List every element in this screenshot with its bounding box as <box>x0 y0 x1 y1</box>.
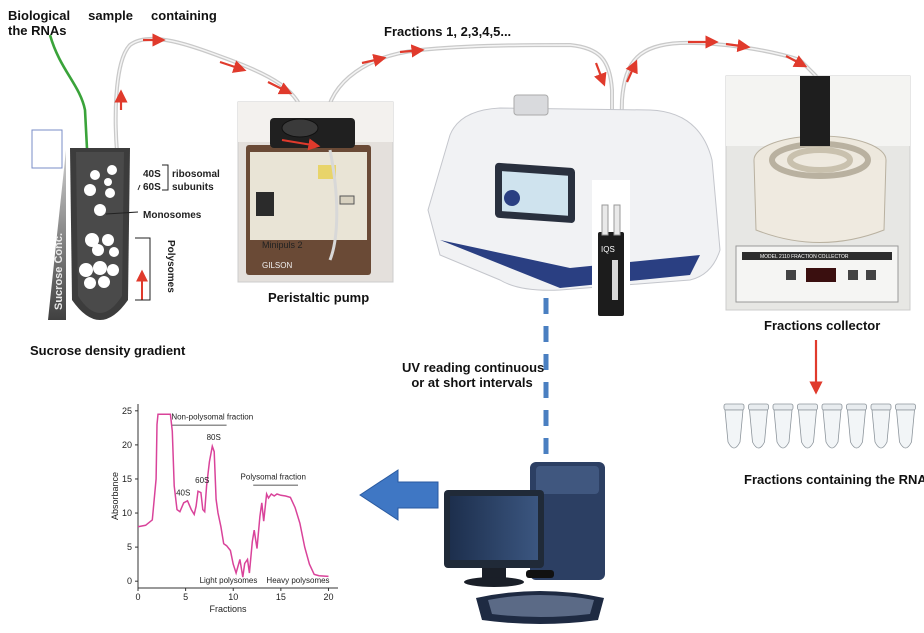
cuvette-brand-label: IQS <box>601 245 615 254</box>
eppendorf-tube <box>797 403 818 449</box>
eppendorf-tube <box>895 403 916 449</box>
x-tick-label: 15 <box>276 592 286 602</box>
pump-model-label: Minipuls 2 <box>262 240 303 250</box>
flow-arrow <box>625 59 638 83</box>
flow-arrow <box>219 60 247 73</box>
chart-annotation: Light polysomes <box>200 576 258 585</box>
biological-sample-label: Biological sample containing the RNAs <box>8 8 217 38</box>
y-axis-label: Absorbance <box>110 472 120 520</box>
biological-sample-line2: the RNAs <box>8 23 67 38</box>
collector-model-label: MODEL 2110 FRACTION COLLECTOR <box>760 254 849 260</box>
polysomes-label: Polysomes <box>165 240 176 293</box>
fraction-collector-photo: MODEL 2110 FRACTION COLLECTOR <box>725 75 911 311</box>
y-tick-label: 20 <box>122 440 132 450</box>
eppendorf-tube <box>846 403 867 449</box>
flow-arrow <box>267 81 293 95</box>
gradient-tube-illustration: Sucrose Conc. 40S 60S ribosomal subunits… <box>48 148 220 320</box>
chart-annotation: 40S <box>176 488 190 497</box>
x-axis-label: Fractions <box>209 604 247 614</box>
chart-annotation: Polysomal fraction <box>241 473 306 482</box>
y-tick-label: 25 <box>122 406 132 416</box>
fractions-containing-rna-label: Fractions containing the RNA <box>744 472 924 487</box>
sucrose-concentration-wedge <box>48 150 66 320</box>
ribosomal-60s-label: 60S <box>143 182 161 193</box>
eppendorf-tube <box>821 403 843 449</box>
y-tick-label: 5 <box>127 542 132 552</box>
sample-arrow <box>48 34 96 172</box>
chart-annotation: 80S <box>207 433 221 442</box>
fraction-tubes <box>723 403 916 449</box>
flow-arrow <box>361 53 387 67</box>
data-flow-arrow <box>359 469 439 521</box>
y-tick-label: 10 <box>122 508 132 518</box>
chart-annotation: Heavy polysomes <box>266 576 329 585</box>
y-tick-label: 0 <box>127 576 132 586</box>
sucrose-density-gradient-label: Sucrose density gradient <box>30 343 186 358</box>
x-tick-label: 20 <box>323 592 333 602</box>
empty-box <box>31 129 63 169</box>
monosomes-label: Monosomes <box>143 210 202 221</box>
flow-arrow <box>594 62 607 87</box>
uv-reading-line1: UV reading continuous <box>402 360 545 375</box>
eppendorf-tube <box>772 403 794 449</box>
x-tick-label: 0 <box>135 592 140 602</box>
chart-annotation: Non-polysomal fraction <box>171 413 253 422</box>
absorbance-series-line <box>137 413 329 578</box>
ribosomal-word-label: ribosomal <box>172 169 220 180</box>
uv-reading-label: UV reading continuous or at short interv… <box>402 360 545 390</box>
sucrose-conc-label: Sucrose Conc. <box>53 233 65 310</box>
flow-arrow <box>399 44 425 58</box>
y-tick-label: 15 <box>122 474 132 484</box>
flow-arrow <box>785 55 808 68</box>
fractions-top-label: Fractions 1, 2,3,4,5... <box>384 24 512 39</box>
flow-arrow <box>725 39 751 53</box>
flow-arrows <box>114 33 823 395</box>
x-tick-label: 10 <box>228 592 238 602</box>
computer <box>444 462 605 624</box>
spectrophotometer: IQS <box>427 94 721 320</box>
eppendorf-tube <box>723 403 745 449</box>
eppendorf-tube <box>748 403 769 449</box>
collector-arm <box>800 76 830 146</box>
peristaltic-pump-photo: Minipuls 2 GILSON <box>237 101 394 283</box>
chart-annotation: 60S <box>195 476 209 485</box>
eppendorf-tube <box>870 403 892 449</box>
uv-reading-line2: or at short intervals <box>411 375 533 390</box>
fractions-collector-label: Fractions collector <box>764 318 881 333</box>
subunits-word-label: subunits <box>172 182 214 193</box>
ribosomal-40s-label: 40S <box>143 169 161 180</box>
biological-sample-line1: Biological sample containing <box>8 8 217 23</box>
pump-brand-label: GILSON <box>262 261 292 270</box>
peristaltic-pump-label: Peristaltic pump <box>268 290 370 305</box>
x-tick-label: 5 <box>183 592 188 602</box>
